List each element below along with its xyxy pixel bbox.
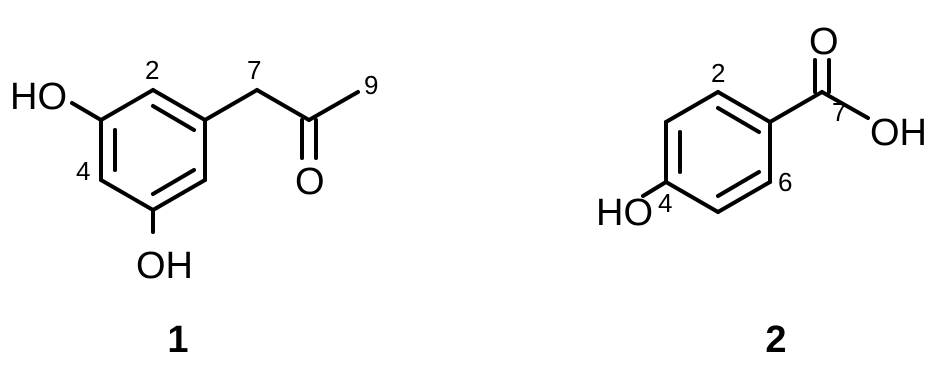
locant-9: 9	[364, 70, 378, 100]
oh-top-label: HO	[10, 76, 67, 118]
compound-1-structure: HO OH O 2 4 7 9 1	[10, 55, 378, 361]
c1-c7-bond	[203, 88, 259, 122]
c5-c6-inner-double-bond	[716, 170, 761, 198]
locant-4: 4	[658, 188, 672, 218]
c5-c6-bond	[716, 180, 772, 214]
carbonyl-oxygen-label: O	[809, 21, 839, 63]
compound-1-id: 1	[167, 319, 188, 361]
locant-6: 6	[778, 167, 792, 197]
locant-4: 4	[76, 156, 90, 186]
c2-c3-bond	[664, 90, 720, 124]
oh-left-label: HO	[596, 192, 653, 234]
compound-2-structure: HO O OH 2 4 6 7 2	[596, 21, 927, 361]
c4-c5-bond	[664, 180, 720, 214]
c5-c6-bond	[151, 178, 207, 212]
c3-o-bond	[70, 101, 103, 122]
carbonyl-oxygen-label: O	[295, 161, 325, 203]
locant-7: 7	[247, 55, 261, 85]
locant-2: 2	[711, 58, 725, 88]
compound-2-id: 2	[765, 319, 786, 361]
c7-c8-bond	[255, 88, 311, 122]
c2-c3-bond	[99, 88, 155, 122]
c1-c2-inner-double-bond	[716, 106, 761, 134]
c4-c5-bond	[99, 178, 155, 212]
c1-c2-inner-double-bond	[151, 104, 196, 132]
c4-o-bond	[641, 180, 668, 198]
c8-c9-bond	[307, 90, 360, 122]
oh-bottom-label: OH	[136, 245, 193, 287]
locant-7: 7	[832, 97, 846, 127]
c5-c6-inner-double-bond	[151, 168, 196, 196]
locant-2: 2	[145, 55, 159, 85]
c1-c2-bond	[716, 90, 772, 124]
c1-c7-bond	[768, 90, 824, 124]
c1-c2-bond	[151, 88, 207, 122]
c7-oh-bond	[820, 90, 870, 120]
acid-oh-label: OH	[870, 112, 927, 154]
